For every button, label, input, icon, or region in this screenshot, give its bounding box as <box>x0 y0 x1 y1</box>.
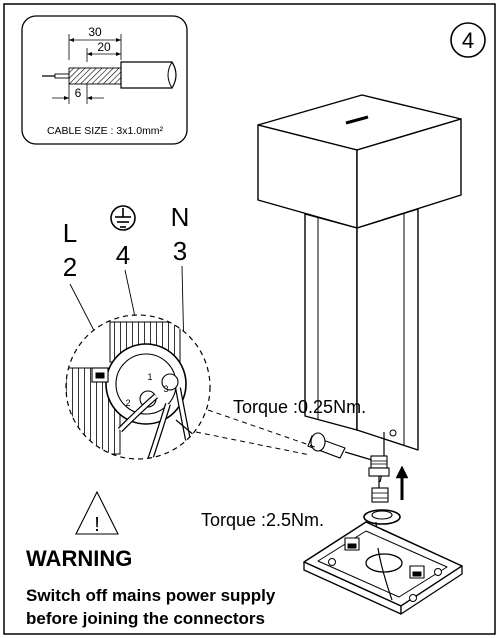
step-number-badge: 4 <box>450 22 486 58</box>
outer-frame <box>3 3 496 635</box>
dimension-inner-label: 20 <box>97 40 111 54</box>
step-number: 4 <box>462 28 474 53</box>
warning-line-2: before joining the connectors <box>26 609 265 628</box>
cable-detail-inset: 30 20 6 CABLE SIZE : 3x1.0mm² <box>21 15 188 145</box>
terminal-letter-neutral: N <box>171 202 190 232</box>
terminal-number-earth: 4 <box>116 240 130 270</box>
warning-triangle-icon: ! <box>75 490 119 536</box>
bollard-light <box>257 94 462 483</box>
zoom-leader-line-lower <box>195 431 311 456</box>
dimension-outer-label: 30 <box>88 25 102 39</box>
connector-assembly <box>307 432 409 549</box>
zoom-leader-line <box>207 409 316 448</box>
dimension-strip-label: 6 <box>75 86 82 100</box>
base-plate <box>303 521 463 615</box>
warning-line-1: Switch off mains power supply <box>26 586 276 605</box>
cable-size-label: CABLE SIZE : 3x1.0mm² <box>47 125 164 137</box>
terminal-face-number-2: 2 <box>125 398 130 408</box>
terminal-letter-live: L <box>63 218 77 248</box>
warning-symbol: ! <box>94 514 100 536</box>
torque-lower-label: Torque :2.5Nm. <box>201 510 324 530</box>
terminal-number-live: 2 <box>63 252 77 282</box>
terminal-number-neutral: 3 <box>173 236 187 266</box>
torque-upper-label: Torque :0.25Nm. <box>233 397 366 417</box>
zoomed-terminal-block: 1 2 3 <box>65 314 211 460</box>
earth-ground-icon <box>110 205 136 231</box>
terminal-face-number-3: 3 <box>163 384 168 394</box>
terminal-face-number-1: 1 <box>147 372 152 382</box>
warning-title: WARNING <box>26 546 132 571</box>
